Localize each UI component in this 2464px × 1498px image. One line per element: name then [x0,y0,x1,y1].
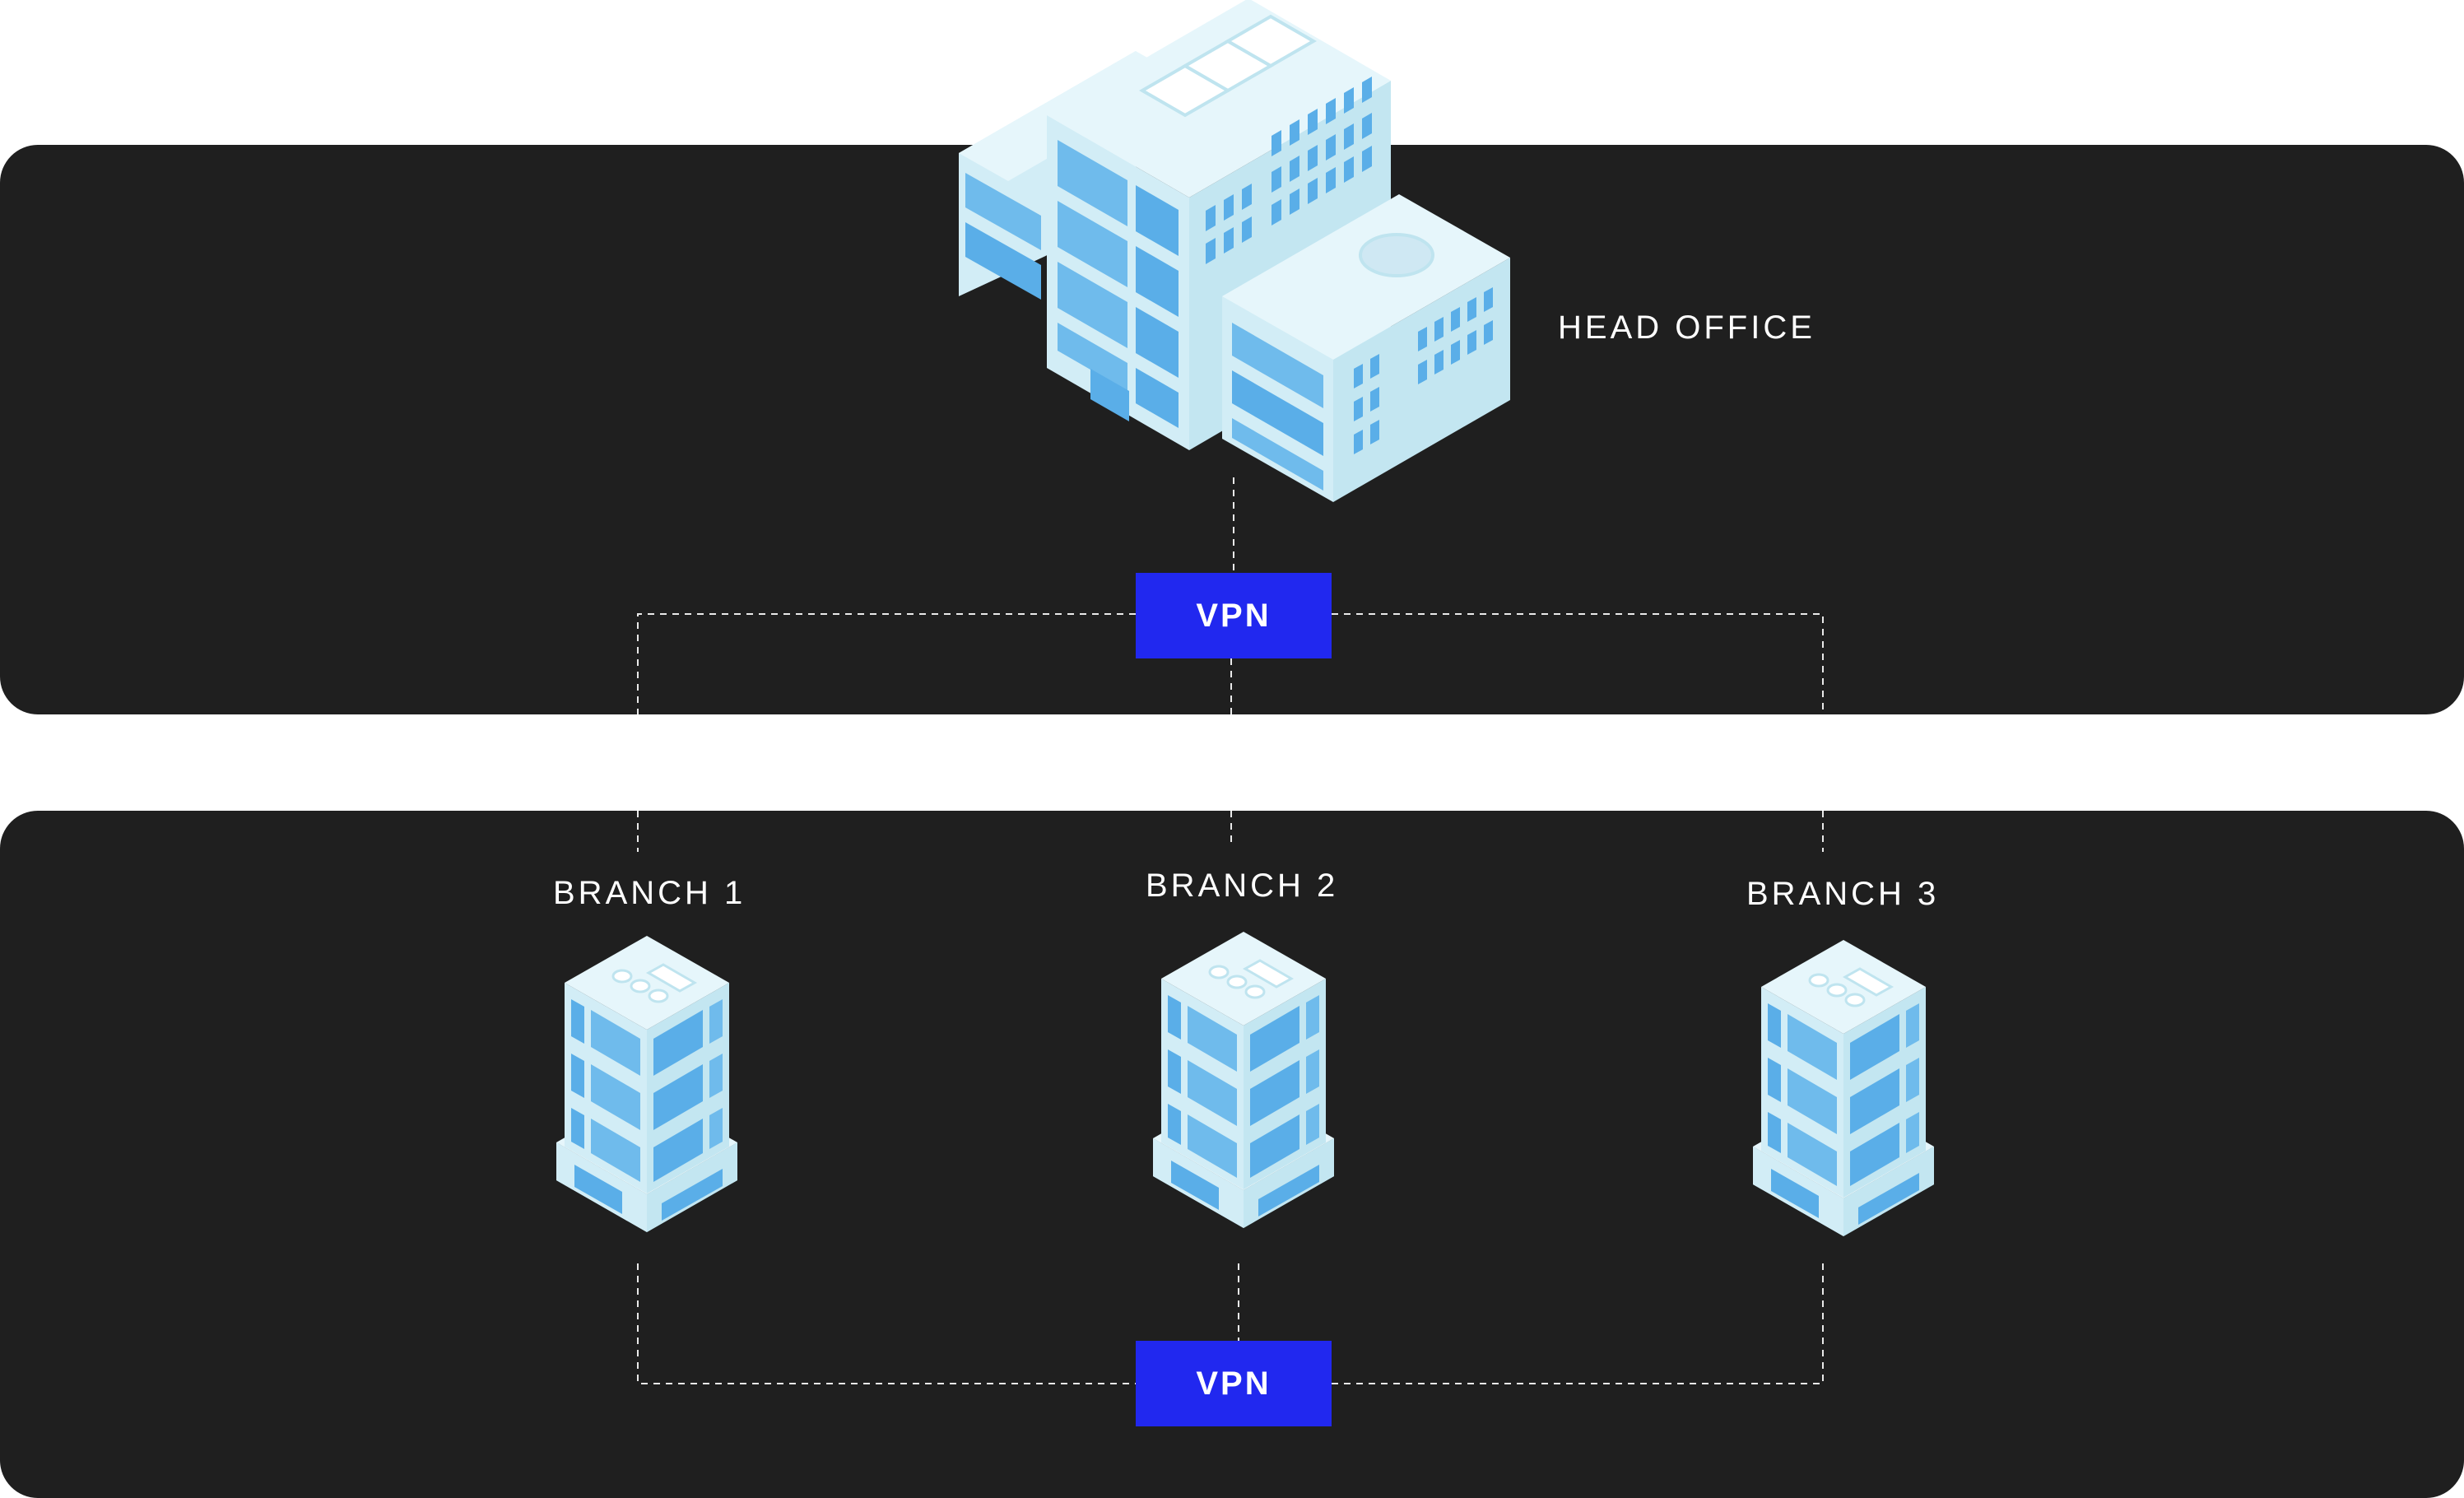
head-office-label: HEAD OFFICE [1558,309,1815,346]
vpn-top-badge: VPN [1136,573,1332,658]
branch-building-icon [1751,938,1936,1238]
branch-1-label: BRANCH 1 [553,875,746,911]
branch-building-icon [555,934,739,1234]
head-office-building-icon [959,0,1510,502]
branch-2-label: BRANCH 2 [1146,868,1339,904]
connector-top-left [637,613,1136,714]
vpn-top-label: VPN [1196,597,1272,634]
dashed-connectors [637,477,1824,1384]
connector-bottom-right [1332,1263,1824,1384]
branch-building-icon [1151,930,1336,1230]
branch-3-label: BRANCH 3 [1746,876,1940,912]
vpn-bottom-label: VPN [1196,1365,1272,1402]
connector-bottom-left [637,1263,1136,1384]
connector-top-right [1332,613,1824,714]
vpn-bottom-badge: VPN [1136,1341,1332,1426]
